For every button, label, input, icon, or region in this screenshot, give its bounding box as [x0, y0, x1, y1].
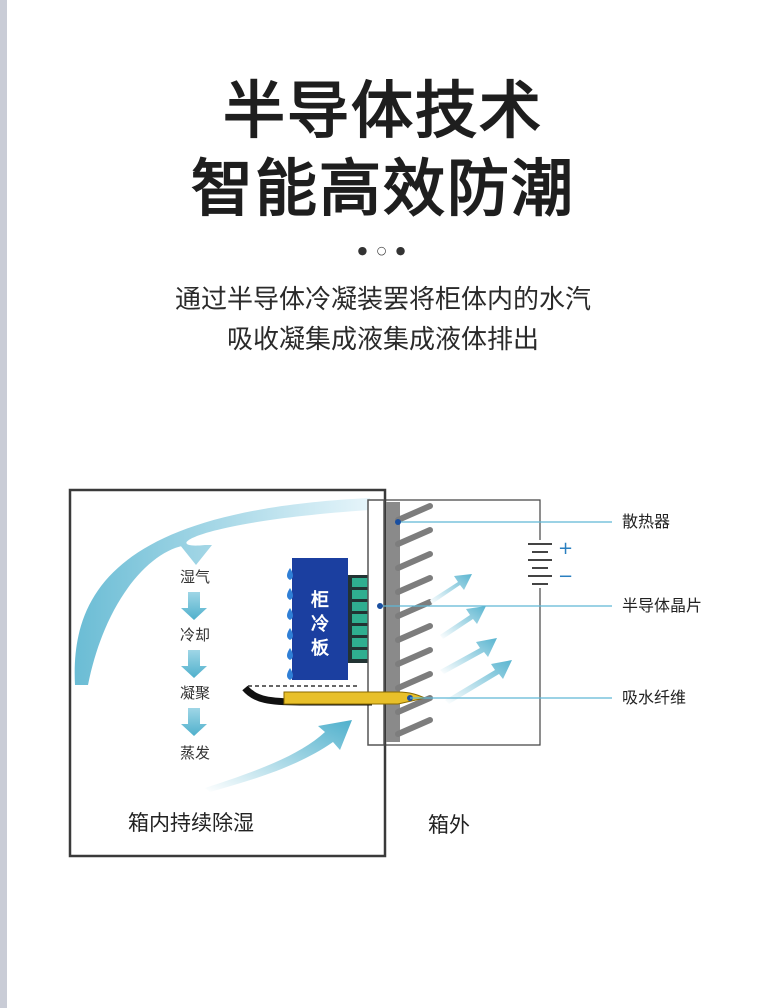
- cabinet-wall: [367, 499, 385, 746]
- outside-label: 箱外: [428, 813, 470, 837]
- cold-plate-char-3: 板: [311, 637, 330, 659]
- step-label-condense: 凝聚: [180, 684, 210, 702]
- step-label-evaporate: 蒸发: [180, 744, 210, 762]
- callout-dot-chip: [377, 603, 383, 609]
- decorative-dots: ● ○ ●: [357, 244, 409, 257]
- step-arrow-1: [181, 592, 207, 620]
- heatsink-fins: [395, 503, 433, 737]
- cold-plate-char-1: 柜: [311, 589, 329, 611]
- battery-minus-sign: −: [558, 566, 573, 587]
- heat-exhaust-arrows: [430, 574, 512, 704]
- page-title-line1: 半导体技术: [222, 74, 543, 147]
- left-edge-strip: [0, 0, 7, 1008]
- semiconductor-chip: [352, 578, 376, 659]
- step-label-humid: 湿气: [180, 568, 210, 586]
- battery-symbol: [528, 543, 552, 585]
- step-label-cool: 冷却: [180, 626, 210, 644]
- step-arrow-2: [181, 650, 207, 678]
- circuit-wire-top: [384, 499, 541, 540]
- cold-plate: [292, 558, 348, 680]
- circuit-wire-bottom: [384, 588, 541, 746]
- heatsink-base: [386, 502, 400, 742]
- absorbent-fiber: [283, 691, 427, 705]
- step-arrow-3: [181, 708, 207, 736]
- page-title-line2: 智能高效防潮: [190, 152, 575, 225]
- inside-label: 箱内持续除湿: [128, 811, 254, 835]
- callout-heatsink: 散热器: [622, 512, 670, 531]
- subtitle-line1: 通过半导体冷凝装罢将柜体内的水汽: [174, 285, 591, 315]
- subtitle-line2: 吸收凝集成液集成液体排出: [226, 325, 539, 355]
- callout-chip: 半导体晶片: [622, 596, 702, 615]
- callout-fiber: 吸水纤维: [622, 688, 686, 707]
- battery-plus-sign: +: [558, 538, 573, 559]
- cold-plate-char-2: 冷: [311, 613, 329, 635]
- callout-dot-heatsink: [395, 519, 401, 525]
- dehumidifier-diagram: 湿气 冷却 凝聚 蒸发 柜 冷 板: [68, 488, 702, 858]
- bottom-airflow-arrow: [205, 720, 352, 792]
- water-droplets: [287, 568, 293, 680]
